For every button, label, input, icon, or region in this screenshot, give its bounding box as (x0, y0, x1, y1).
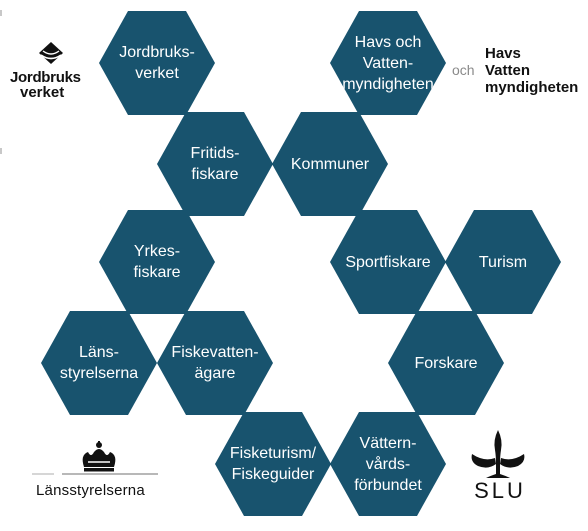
hex-sportfiskare: Sportfiskare (330, 210, 446, 314)
hex-jordbruksverket: Jordbruks- verket (99, 11, 215, 115)
hex-label: Fritids- fiskare (190, 145, 240, 183)
lansstyrelserna-logo: Länsstyrelserna (28, 440, 168, 510)
havochvatten-logo-och: och (452, 62, 475, 78)
left-edge-mark (0, 10, 2, 16)
havochvatten-logo-line1: Havs (485, 45, 521, 62)
slu-logo: SLU (466, 428, 530, 508)
hex-label: Kommuner (290, 155, 370, 173)
hex-label: Turism (478, 253, 528, 271)
hex-fiskevattenagare: Fiskevatten- ägare (157, 311, 273, 415)
hex-label: Sportfiskare (345, 253, 431, 271)
hex-label: Jordbruks- verket (119, 44, 195, 82)
left-edge-mark (0, 148, 2, 154)
hex-forskare: Forskare (388, 311, 504, 415)
hex-yrkesfiskare: Yrkes- fiskare (99, 210, 215, 314)
hex-label: Forskare (414, 354, 478, 372)
havochvatten-logo: och Havs Vatten myndigheten (452, 43, 586, 99)
hex-label: Läns- styrelserna (59, 344, 139, 382)
hex-label: Fiskevatten- ägare (171, 344, 259, 382)
jordbruksverket-logo: Jordbruks verket (8, 40, 94, 104)
havochvatten-logo-line3: myndigheten (485, 79, 579, 96)
havochvatten-logo-line2: Vatten (485, 62, 531, 79)
hex-vatternvardsforbundet: Vättern- vårds- förbundet (330, 412, 446, 516)
hex-label: Havs och Vatten- myndigheten (342, 33, 434, 93)
hex-fisketurism: Fisketurism/ Fiskeguider (215, 412, 331, 516)
hex-label: Vättern- vårds- förbundet (354, 434, 422, 494)
hex-kommuner: Kommuner (272, 112, 388, 216)
hex-havs-och-vatten: Havs och Vatten- myndigheten (330, 11, 446, 115)
hex-fritidsfiskare: Fritids- fiskare (157, 112, 273, 216)
jordbruksverket-emblem-icon (39, 42, 63, 64)
hex-label: Yrkes- fiskare (133, 243, 181, 281)
slu-logo-text: SLU (474, 478, 526, 503)
crown-icon (32, 441, 158, 475)
hex-lansstyrelserna: Läns- styrelserna (41, 311, 157, 415)
hex-turism: Turism (445, 210, 561, 314)
hex-label: Fisketurism/ Fiskeguider (229, 445, 317, 483)
tree-emblem-icon (471, 430, 525, 478)
jordbruksverket-logo-line2: verket (20, 84, 65, 101)
lansstyrelserna-logo-text: Länsstyrelserna (36, 482, 145, 499)
jordbruksverket-logo-line1: Jordbruks (10, 69, 81, 86)
